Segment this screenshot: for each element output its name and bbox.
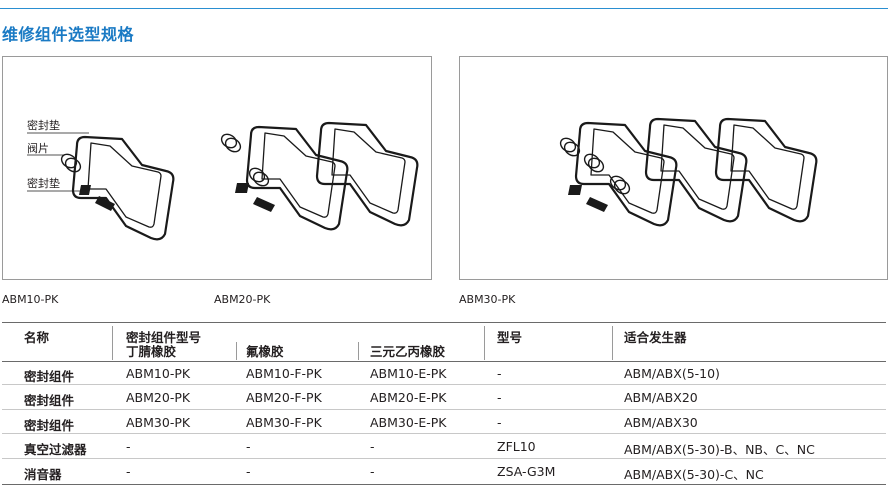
table-bottom-rule <box>2 484 886 485</box>
header-generator: 适合发生器 <box>624 330 687 345</box>
valve-abm30-a <box>559 137 577 153</box>
seal-pad-abm30-a <box>568 185 582 195</box>
seal-pad-abm30-b <box>586 197 608 212</box>
figure-panel-abm10-abm20: 密封垫 阀片 密封垫 <box>2 56 432 280</box>
seal-pad-abm10-a <box>79 185 91 195</box>
valve-abm30-c <box>609 175 627 191</box>
seal-pad-abm20-b <box>253 197 275 212</box>
gasket-abm30-b <box>644 117 748 223</box>
gasket-abm20-a <box>245 125 349 231</box>
header-fkm: 氟橡胶 <box>246 344 284 359</box>
gasket-abm20-b <box>315 121 419 227</box>
gasket-abm30-a <box>574 121 678 227</box>
label-valve: 阀片 <box>27 141 49 155</box>
gasket-drawing-abm30 <box>559 117 818 227</box>
label-seal-bottom: 密封垫 <box>27 176 60 190</box>
caption-abm20: ABM20-PK <box>214 293 271 306</box>
seal-pad-abm10-b <box>95 196 115 211</box>
header-name: 名称 <box>24 330 50 345</box>
valve-abm20-b <box>248 167 266 183</box>
gasket-drawing-abm10-abm20: 密封垫 阀片 密封垫 <box>27 118 419 241</box>
header-epdm: 三元乙丙橡胶 <box>370 344 446 359</box>
header-seal-kit-model: 密封组件型号 <box>126 330 202 345</box>
caption-abm10: ABM10-PK <box>2 293 59 306</box>
seal-pad-abm20-a <box>235 183 249 193</box>
table-top-rule <box>2 322 886 323</box>
label-seal-top: 密封垫 <box>27 118 60 132</box>
figure-panel-abm30 <box>459 56 888 280</box>
valve-abm20-a <box>220 133 238 149</box>
header-nbr: 丁腈橡胶 <box>126 344 177 359</box>
header-model: 型号 <box>497 330 523 345</box>
gasket-abm10 <box>71 135 175 241</box>
page-title: 维修组件选型规格 <box>2 25 135 44</box>
caption-abm30: ABM30-PK <box>459 293 516 306</box>
gasket-abm30-c <box>714 117 818 223</box>
header-rule <box>0 8 888 9</box>
